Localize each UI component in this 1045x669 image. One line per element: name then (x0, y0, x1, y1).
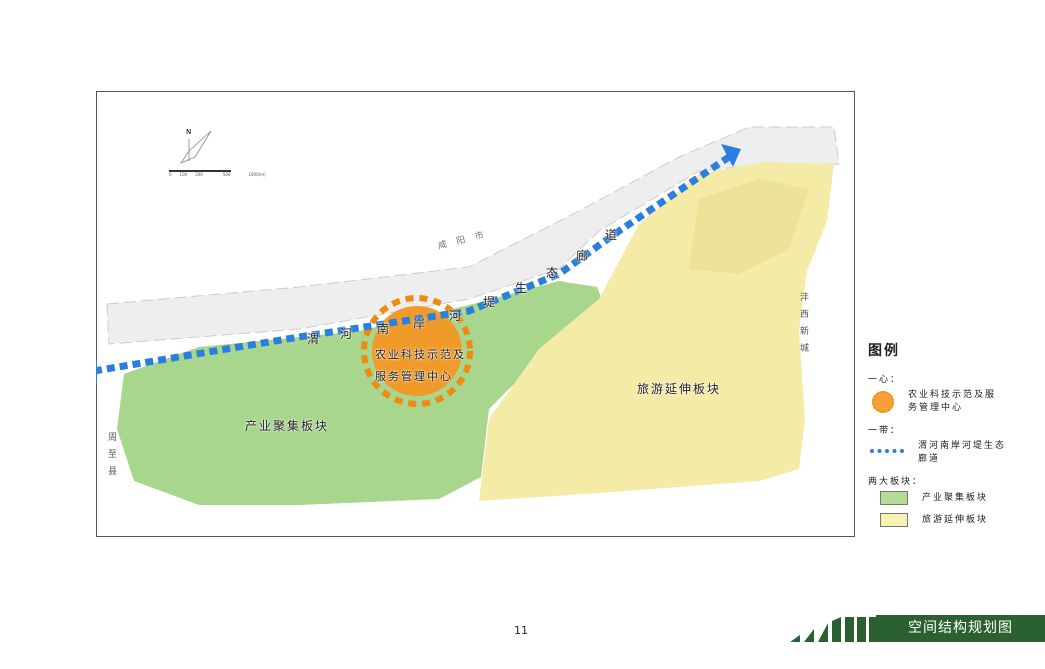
corridor-char: 河 (340, 327, 355, 341)
legend-belt-item: 渭河南岸河堤生态廊道 (918, 441, 1007, 464)
scale-tick: 200 (195, 172, 203, 177)
center-circle (372, 306, 462, 396)
yellow-block-inner (689, 179, 809, 274)
compass-north: N (186, 128, 192, 136)
scale-bar: 0 100 200 500 1000(m) (169, 172, 266, 177)
legend-section-belt: 一带： (868, 426, 902, 436)
corridor-line (96, 154, 731, 375)
corridor-char: 河 (449, 309, 464, 323)
banner-stripes (790, 617, 876, 642)
arrow-right-icon (721, 144, 741, 167)
arrow-left-icon (96, 359, 97, 385)
banner-title: 空间结构规划图 (876, 615, 1045, 642)
green-block (117, 281, 609, 505)
corridor-char: 态 (546, 266, 561, 280)
corridor-char: 渭 (307, 332, 322, 346)
page-number: 11 (514, 624, 528, 637)
scale-tick: 500 (222, 172, 231, 177)
scale-tick: 0 (169, 172, 172, 177)
map-drawing (96, 126, 840, 505)
blue-double-arrow-icon (870, 449, 904, 457)
legend-center-item: 农业科技示范及服务管理中心 (908, 390, 997, 413)
label-green-block: 产业聚集板块 (245, 419, 330, 433)
corridor-char: 南 (377, 322, 392, 336)
scale-tick: 1000(m) (248, 172, 266, 177)
corridor-char: 岸 (413, 317, 428, 331)
label-center-2: 服务管理中心 (375, 370, 453, 383)
legend-block-green: 产业聚集板块 (922, 492, 989, 503)
legend: 图例 一心： 农业科技示范及服务管理中心 一带： 渭河南岸河堤生态廊道 两大板块… (868, 340, 1038, 535)
corridor-char: 生 (515, 281, 530, 295)
legend-block-yellow: 旅游延伸板块 (922, 514, 989, 525)
green-swatch (880, 491, 908, 505)
legend-section-center: 一心： (868, 375, 902, 385)
corridor-char: 道 (605, 228, 620, 242)
legend-section-blocks: 两大板块： (868, 477, 924, 487)
label-center-1: 农业科技示范及 (375, 348, 466, 361)
orange-circle-icon (872, 391, 894, 413)
scale-tick: 100 (179, 172, 188, 177)
corridor-char: 堤 (483, 295, 498, 309)
compass-icon (169, 130, 231, 172)
yellow-swatch (880, 513, 908, 527)
corridor-char: 廊 (576, 249, 591, 263)
label-yellow-block: 旅游延伸板块 (637, 382, 722, 396)
label-fengxi: 沣西新城 (798, 292, 808, 360)
label-zhouzhi: 周至县 (106, 432, 116, 483)
legend-title: 图例 (868, 343, 900, 359)
center-ring (361, 295, 473, 407)
